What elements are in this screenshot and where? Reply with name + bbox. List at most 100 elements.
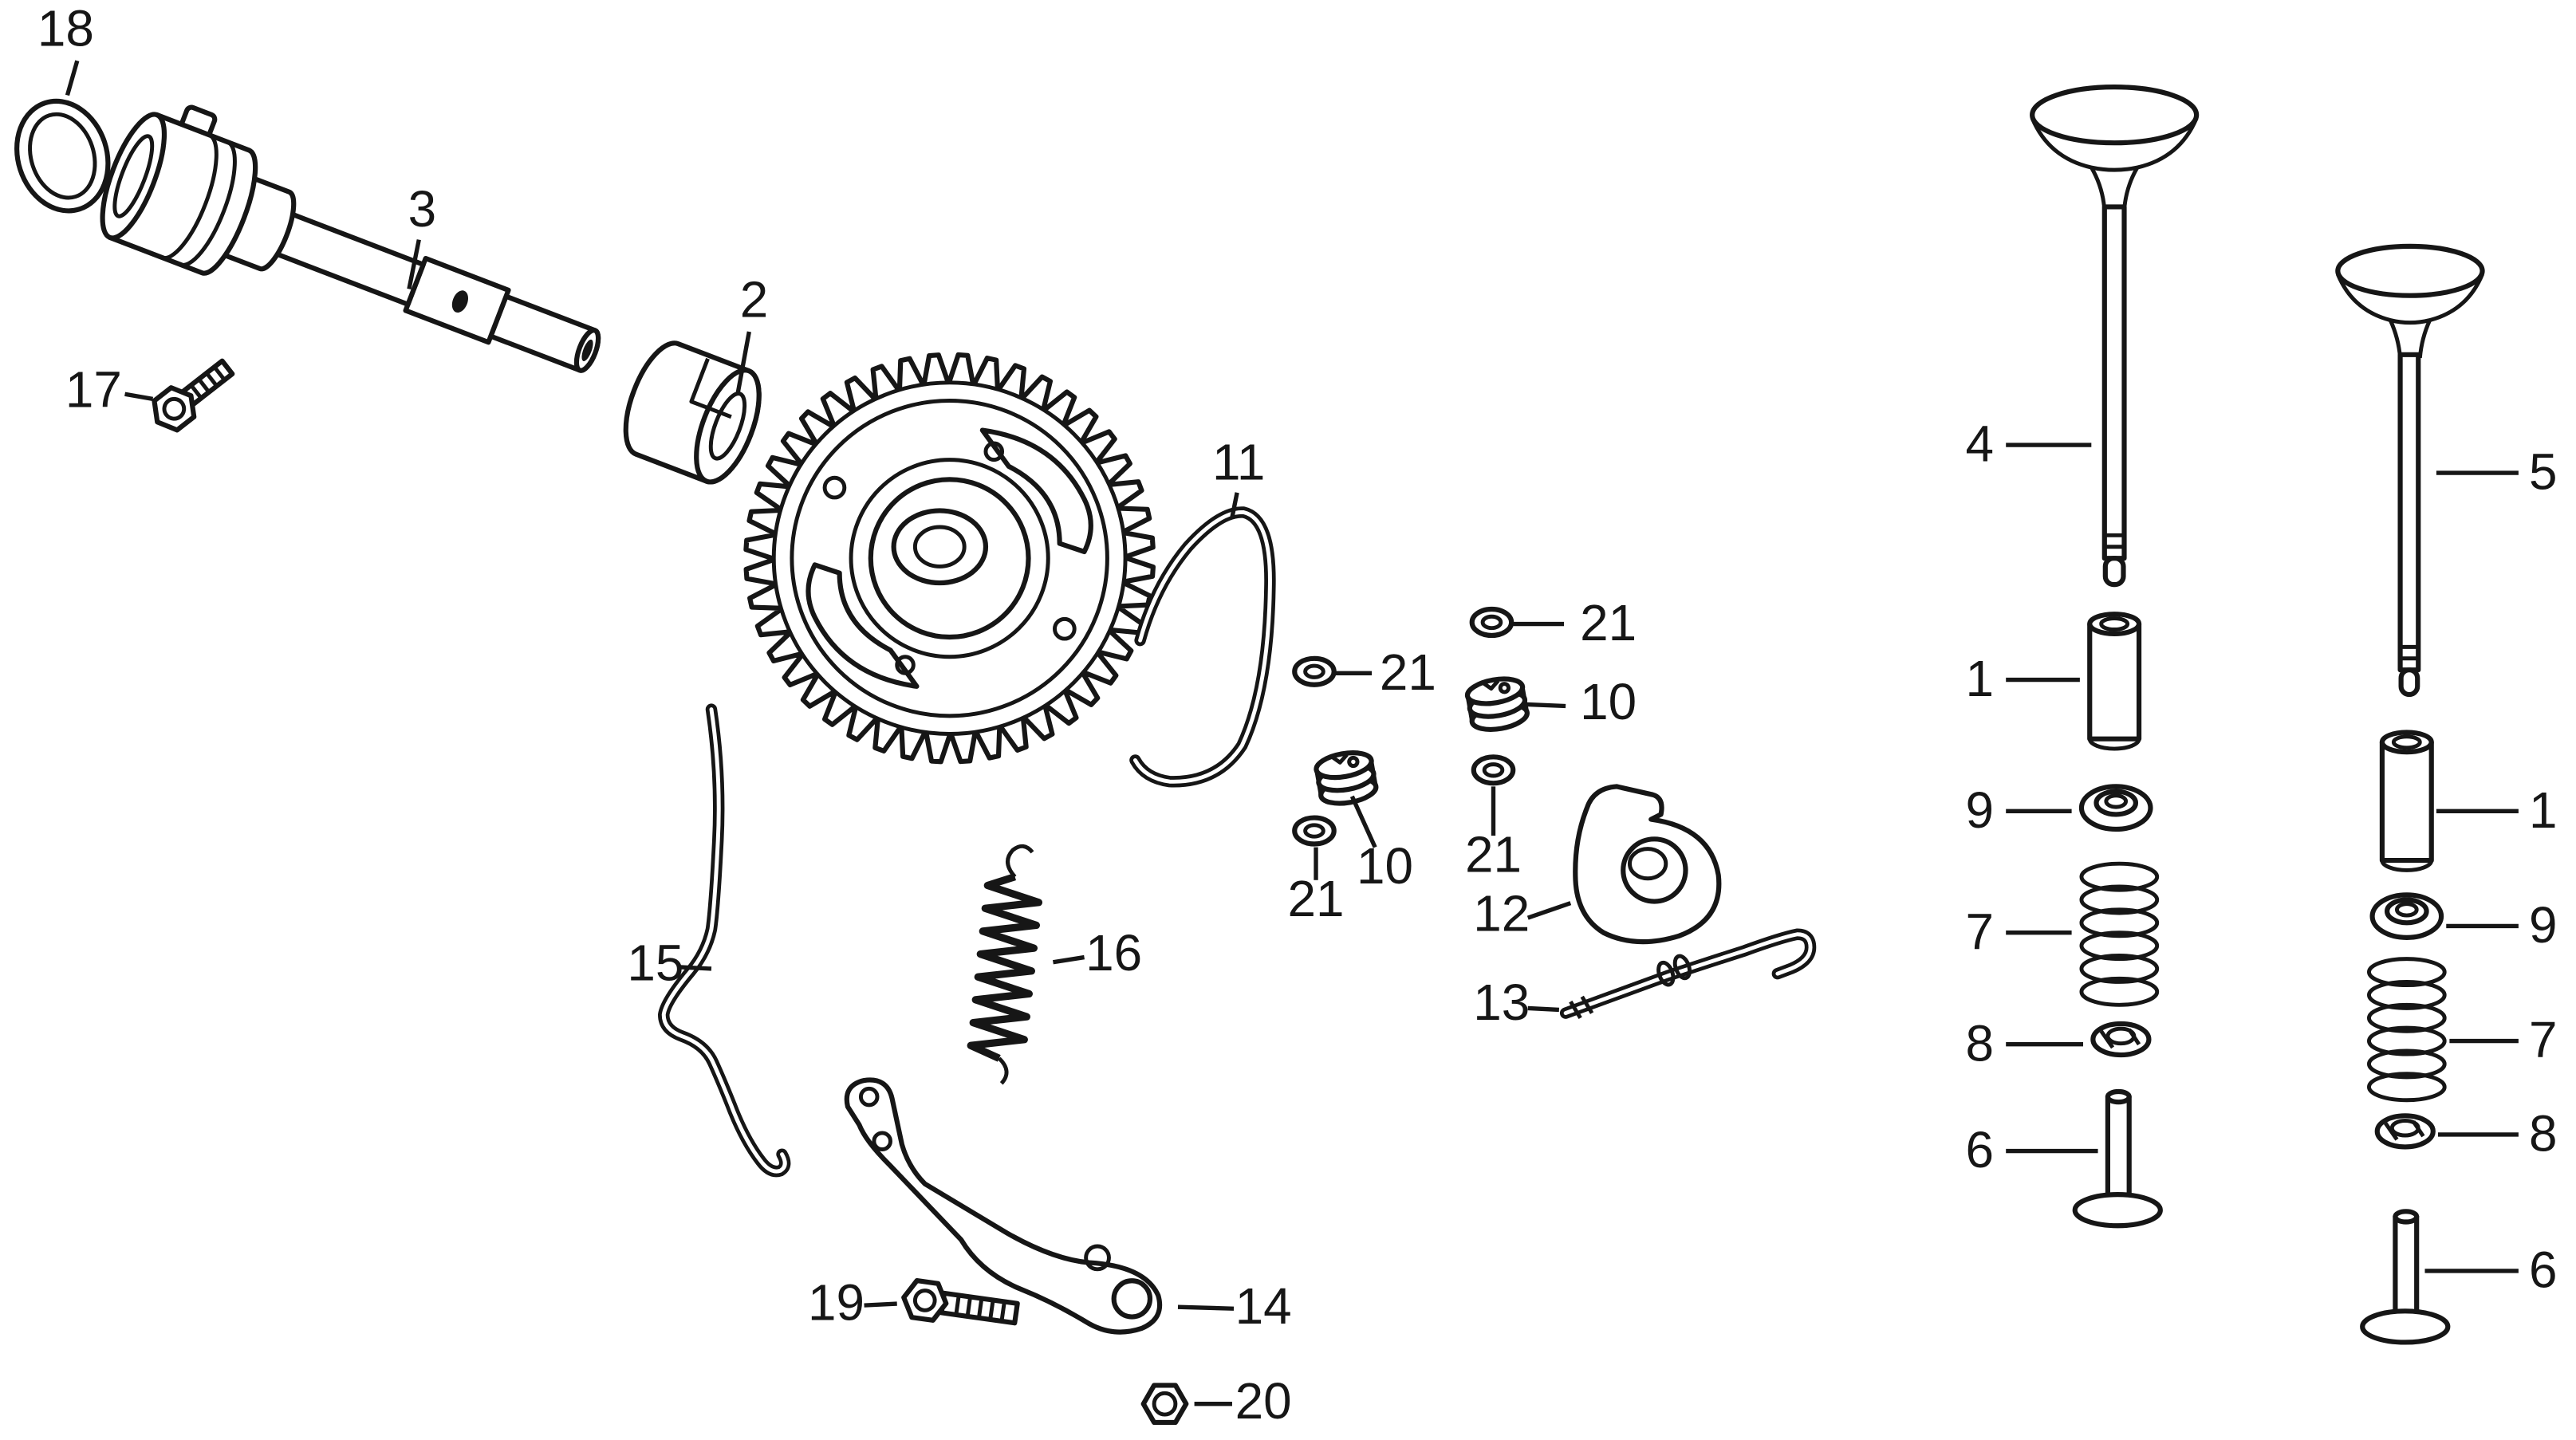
callout-7-b: 7 xyxy=(2449,1011,2558,1068)
callout-label-6-b: 6 xyxy=(2529,1241,2558,1298)
valve-seal-part-a xyxy=(2078,784,2153,832)
callout-6-b: 6 xyxy=(2424,1241,2558,1298)
callout-label-11: 11 xyxy=(1212,433,1265,490)
callout-label-21-c: 21 xyxy=(1465,825,1522,883)
callout-label-14: 14 xyxy=(1235,1277,1292,1335)
link-rod-part xyxy=(1559,928,1817,1020)
leader-10-a xyxy=(1526,702,1566,709)
callout-label-10-a: 10 xyxy=(1580,673,1637,730)
callout-label-19: 19 xyxy=(808,1274,865,1332)
callout-label-5: 5 xyxy=(2529,443,2558,501)
wire-rod-part xyxy=(658,703,791,1178)
callout-15: 15 xyxy=(627,934,712,991)
weight-stack-part-b xyxy=(1314,750,1379,806)
callout-4: 4 xyxy=(1965,415,2092,473)
callout-21-b: 21 xyxy=(1335,643,1436,701)
callout-label-7-b: 7 xyxy=(2529,1011,2558,1068)
leader-15 xyxy=(679,965,712,971)
callout-label-15: 15 xyxy=(627,934,683,991)
callout-label-6-a: 6 xyxy=(1965,1121,1994,1178)
callout-19: 19 xyxy=(808,1274,897,1332)
spring-retainer-part-a xyxy=(2090,1021,2152,1058)
callout-1-a: 1 xyxy=(1965,650,2080,707)
shaft-holder-part xyxy=(623,340,762,485)
callout-1-b: 1 xyxy=(2436,781,2558,839)
callout-label-10-b: 10 xyxy=(1357,837,1413,895)
valve-lifter-part-b xyxy=(2360,1209,2451,1345)
valve-guide-part-b xyxy=(2379,730,2434,872)
governor-weight-in-gear xyxy=(979,427,1093,555)
weight-stack-part-a xyxy=(1464,676,1530,732)
leader-19 xyxy=(864,1301,897,1308)
callout-16: 16 xyxy=(1053,924,1142,982)
leader-18 xyxy=(65,60,80,96)
valve-spring-part-a xyxy=(2079,861,2160,1007)
lever-arm-part xyxy=(844,1077,1163,1335)
callout-label-12: 12 xyxy=(1473,885,1530,942)
callout-13: 13 xyxy=(1473,974,1560,1031)
callout-20: 20 xyxy=(1194,1372,1292,1430)
tension-spring-part xyxy=(967,844,1043,1085)
callout-label-9-b: 9 xyxy=(2529,896,2558,954)
callout-label-21-d: 21 xyxy=(1288,870,1345,927)
valve-guide-part-a xyxy=(2087,612,2142,751)
callout-label-3: 3 xyxy=(408,180,437,238)
callout-label-7-a: 7 xyxy=(1965,903,1994,960)
leader-12 xyxy=(1526,901,1572,920)
valve-spring-part-b xyxy=(2366,957,2447,1103)
callout-11: 11 xyxy=(1212,433,1265,518)
callout-17: 17 xyxy=(65,361,154,419)
callout-label-17: 17 xyxy=(65,361,122,419)
camshaft-part xyxy=(100,104,601,373)
callout-label-1-a: 1 xyxy=(1965,650,1994,707)
bolt-19-part xyxy=(901,1277,1020,1326)
retaining-clip-part xyxy=(1129,506,1276,788)
callout-6-a: 6 xyxy=(1965,1121,2098,1178)
callout-18: 18 xyxy=(37,0,94,96)
leader-13 xyxy=(1527,1005,1560,1013)
callout-8-b: 8 xyxy=(2437,1105,2558,1163)
nut-part xyxy=(1140,1383,1189,1426)
callout-3: 3 xyxy=(407,180,437,289)
valve-lifter-part-a xyxy=(2072,1088,2163,1229)
governor-weight-in-gear xyxy=(805,562,920,689)
callout-label-4: 4 xyxy=(1965,415,1994,473)
callout-label-8-a: 8 xyxy=(1965,1014,1994,1072)
callouts: 18 3 17 2 11 21 21 10 xyxy=(37,0,2558,1430)
callout-label-1-b: 1 xyxy=(2529,781,2558,839)
callout-21-d: 21 xyxy=(1288,847,1345,927)
callout-label-8-b: 8 xyxy=(2529,1105,2558,1163)
leader-2 xyxy=(735,331,751,395)
callout-14: 14 xyxy=(1177,1277,1292,1335)
washer-part-c xyxy=(1471,754,1516,786)
callout-12: 12 xyxy=(1473,885,1572,942)
callout-label-9-a: 9 xyxy=(1965,781,1994,839)
callout-label-20: 20 xyxy=(1235,1372,1292,1430)
leader-3 xyxy=(407,239,421,289)
callout-10-a: 10 xyxy=(1526,673,1637,730)
bolt-17-part xyxy=(152,358,235,433)
callout-9-a: 9 xyxy=(1965,781,2072,839)
callout-label-21-b: 21 xyxy=(1380,643,1436,701)
callout-10-b: 10 xyxy=(1349,795,1413,895)
spring-retainer-part-b xyxy=(2374,1113,2436,1150)
callout-9-b: 9 xyxy=(2446,896,2558,954)
leader-14 xyxy=(1177,1304,1235,1311)
leader-16 xyxy=(1053,954,1085,965)
valve-seal-part-b xyxy=(2369,892,2444,940)
callout-label-16: 16 xyxy=(1085,924,1142,982)
holder-bracket-part xyxy=(1573,784,1722,945)
callout-5: 5 xyxy=(2436,443,2558,501)
washer-part-d xyxy=(1292,815,1337,847)
cam-gear-assembly xyxy=(743,352,1156,765)
callout-21-c: 21 xyxy=(1465,786,1522,883)
callout-label-18: 18 xyxy=(37,0,94,57)
leader-10-b xyxy=(1349,795,1377,848)
callout-21-a: 21 xyxy=(1513,594,1637,651)
callout-8-a: 8 xyxy=(1965,1014,2084,1072)
callout-label-13: 13 xyxy=(1473,974,1530,1031)
washer-part-a xyxy=(1469,606,1514,639)
leader-17 xyxy=(124,391,154,402)
